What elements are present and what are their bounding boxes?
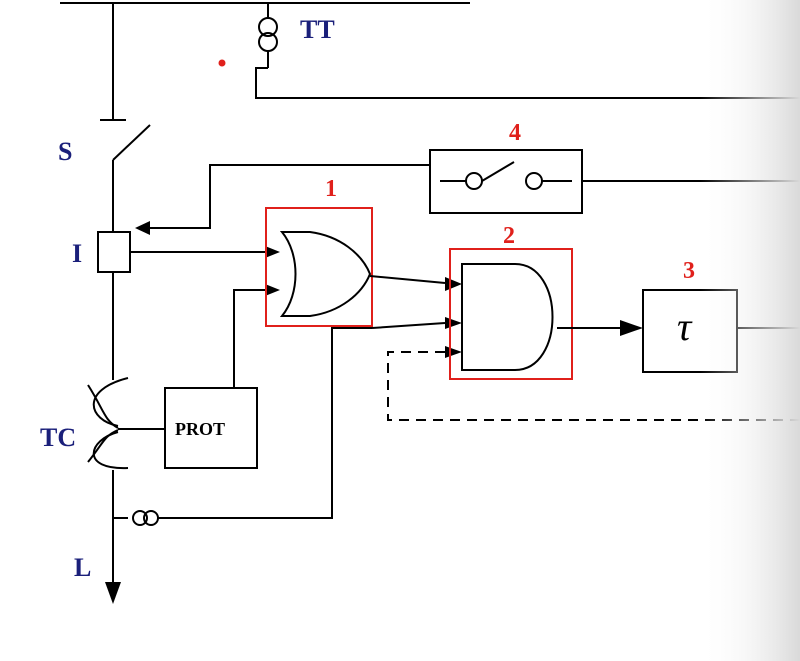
label-l: L [74, 553, 91, 582]
prot-label: PROT [175, 419, 225, 439]
prot-output-wire [233, 289, 265, 388]
and-gate [461, 263, 554, 371]
delay-input-arrow-icon [620, 320, 643, 336]
or-gate-highlight [265, 207, 373, 327]
label-i: I [72, 239, 82, 268]
breaker-i [97, 231, 131, 273]
label-s: S [58, 137, 72, 166]
page-edge-shadow [700, 0, 800, 661]
label-tt: TT [300, 15, 335, 44]
switch-s-blade [112, 124, 151, 161]
and-input-arrow-icon-1 [445, 277, 462, 291]
block-number-2: 2 [503, 223, 515, 249]
or-input-arrow-icon-2 [265, 246, 280, 258]
delay-tau-label: τ [677, 304, 693, 349]
ct-to-and-wire [371, 322, 446, 329]
breaker-input-arrow-icon [135, 221, 150, 235]
or-input-arrow-icon [265, 284, 280, 296]
and-gate-highlight [449, 248, 573, 380]
block-number-4: 4 [509, 120, 521, 146]
contact-symbol [440, 161, 572, 190]
load-arrow-icon [105, 582, 121, 604]
small-current-transformer [113, 327, 372, 526]
or-to-and-wire [369, 275, 446, 284]
red-dot-marker [218, 59, 226, 67]
feeder-line [100, 3, 151, 604]
or-gate [279, 231, 372, 317]
voltage-transformer-tt [255, 3, 800, 99]
contact-feedback-wire [150, 164, 430, 229]
block-number-1: 1 [325, 176, 337, 202]
and-input-arrow-icon-3 [445, 346, 462, 358]
block-number-3: 3 [683, 258, 695, 284]
prot-block [164, 387, 258, 469]
and-input-arrow-icon-2 [445, 317, 462, 329]
label-tc: TC [40, 423, 76, 452]
dashed-feedback-wire [387, 351, 800, 421]
current-transformer-tc [87, 377, 165, 470]
